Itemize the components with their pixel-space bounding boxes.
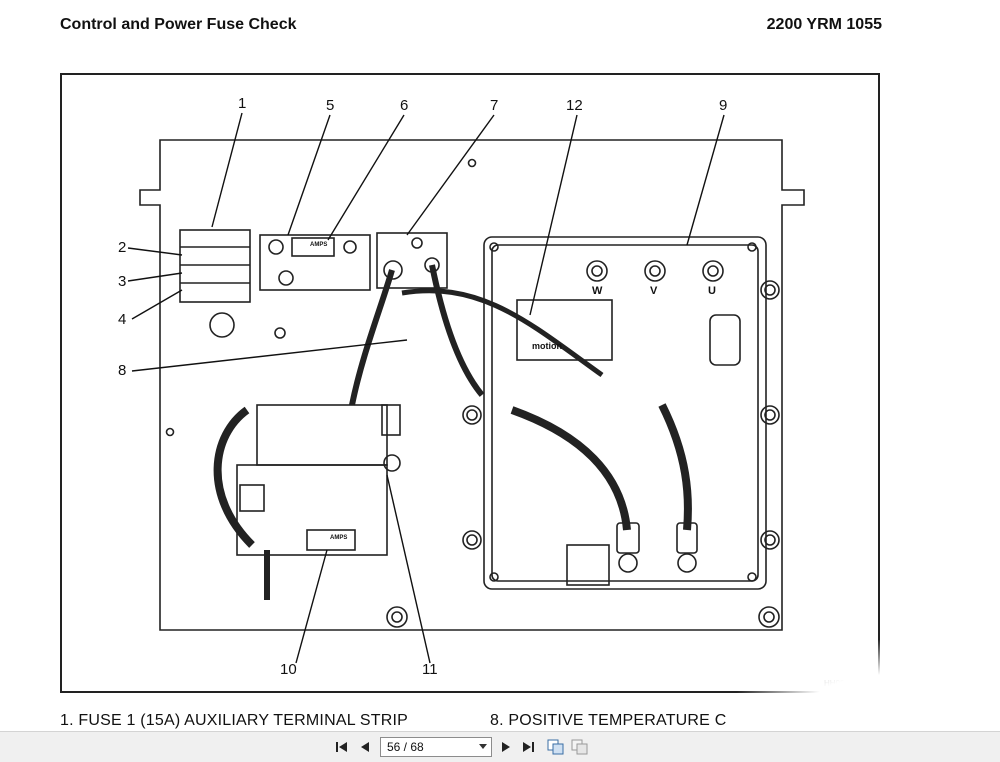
previous-page-button[interactable] [357, 738, 373, 756]
controller-label-plate [516, 299, 613, 361]
base-plate [139, 139, 805, 631]
last-page-icon [523, 742, 534, 752]
callout-8: 8 [118, 362, 127, 379]
fuse-label-10: AMPS [330, 535, 348, 541]
callout-2: 2 [118, 239, 127, 256]
power-cable-1 [349, 269, 395, 406]
fuse-label-6: AMPS [310, 242, 328, 248]
callout-5: 5 [326, 97, 335, 114]
print-page-button[interactable] [570, 738, 590, 756]
pages-icon [571, 739, 588, 755]
callout-1: 1 [238, 95, 247, 112]
fuse-diagram: 1 2 3 4 5 6 7 8 9 10 11 12 W V U motion … [60, 73, 880, 693]
terminal-label-v: V [650, 285, 658, 297]
copy-page-button[interactable] [546, 738, 566, 756]
first-page-button[interactable] [334, 738, 350, 756]
chevron-down-icon [479, 744, 487, 749]
figure-id: HH0021466 [824, 679, 867, 688]
lower-bracket [236, 464, 388, 556]
connector [709, 314, 741, 366]
legend-item-8: 8. POSITIVE TEMPERATURE C [490, 712, 727, 729]
next-page-icon [502, 742, 510, 752]
copy-pages-icon [547, 739, 564, 755]
terminal-w [586, 260, 608, 282]
callout-9: 9 [719, 97, 728, 114]
fuse-strip [179, 229, 251, 303]
power-cable-2 [510, 406, 631, 531]
controller-logo: motion [532, 341, 562, 351]
callout-4: 4 [118, 311, 127, 328]
fuse-5 [291, 237, 335, 257]
fuse-10 [306, 529, 356, 551]
first-page-icon [336, 742, 347, 752]
callout-7: 7 [490, 97, 499, 114]
callout-11: 11 [422, 661, 438, 678]
legend-item-1: 1. FUSE 1 (15A) AUXILIARY TERMINAL STRIP [60, 712, 408, 729]
page-selector[interactable]: 56 / 68 [380, 737, 492, 757]
power-stud-block [376, 232, 448, 289]
previous-page-icon [361, 742, 369, 752]
last-page-button[interactable] [520, 738, 536, 756]
terminal-label-u: U [708, 285, 716, 297]
terminal-v [644, 260, 666, 282]
viewer-toolbar: 56 / 68 [0, 731, 1000, 762]
callout-3: 3 [118, 273, 127, 290]
page-indicator: 56 / 68 [387, 740, 424, 754]
terminal-u [702, 260, 724, 282]
page-title: Control and Power Fuse Check [60, 16, 297, 33]
fuse-diagram-drawing [127, 112, 805, 664]
callout-6: 6 [400, 97, 409, 114]
callout-12: 12 [566, 97, 583, 114]
terminal-label-w: W [592, 285, 603, 297]
document-number: 2200 YRM 1055 [766, 16, 882, 33]
next-page-button[interactable] [498, 738, 514, 756]
callout-10: 10 [280, 661, 297, 678]
